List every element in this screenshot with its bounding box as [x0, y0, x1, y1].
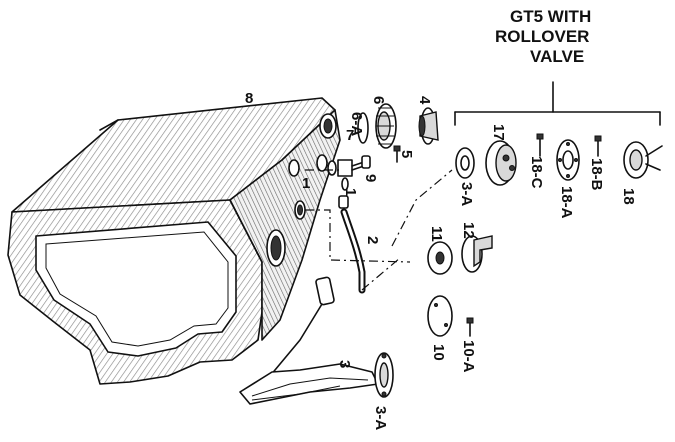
heading-line-2: ROLLOVER: [495, 27, 589, 46]
heading-line-3: VALVE: [530, 47, 584, 66]
leader-lines: [305, 169, 453, 291]
callout-3a-bottom: 3-A: [372, 406, 389, 430]
callout-17: 17: [490, 124, 507, 141]
callout-10: 10: [430, 344, 447, 361]
part-3-pickup-assembly: [239, 276, 394, 405]
sender-plate-group: [427, 235, 493, 337]
callout-6a: 6-A: [348, 112, 365, 136]
callout-12: 12: [460, 222, 477, 239]
part-2-hose: [338, 195, 366, 294]
callout-18b: 18-B: [588, 158, 605, 191]
callout-4: 4: [416, 96, 433, 105]
callout-8: 8: [245, 90, 253, 107]
callout-3: 3: [336, 360, 353, 368]
rollover-valve-group: [455, 133, 663, 186]
callout-18c: 18-C: [528, 156, 545, 189]
callout-2: 2: [364, 236, 381, 244]
callout-1: 1: [302, 175, 310, 192]
callout-labels: 8 6-A 6 4 5 7 9 1 1 2 3 3-A 3-A 17 18-C …: [245, 90, 637, 430]
part-6a-gasket: [357, 112, 369, 144]
callout-18a: 18-A: [558, 186, 575, 219]
rollover-group-bracket: [454, 81, 661, 126]
fuel-tank: [7, 97, 341, 385]
callout-1b: 1: [342, 188, 359, 196]
callout-10a: 10-A: [460, 340, 477, 373]
part-9-elbow: [337, 159, 353, 177]
callout-3a-top: 3-A: [458, 182, 475, 206]
callout-11: 11: [428, 226, 445, 242]
filler-cap-group: [357, 103, 439, 163]
callout-9: 9: [362, 174, 379, 182]
callout-7: 7: [346, 127, 354, 144]
callout-6: 6: [370, 96, 387, 104]
vent-fittings-group: [316, 154, 371, 191]
tank-vent-port: [288, 159, 300, 177]
part-7-seal: [316, 154, 328, 172]
callout-5: 5: [398, 150, 415, 158]
heading-line-1: GT5 WITH: [510, 7, 591, 26]
callout-18: 18: [620, 188, 637, 205]
tank-front-panel: [35, 221, 237, 357]
diagram-heading: GT5 WITH ROLLOVER VALVE: [495, 7, 591, 66]
part-10-cover-plate: [427, 295, 453, 337]
